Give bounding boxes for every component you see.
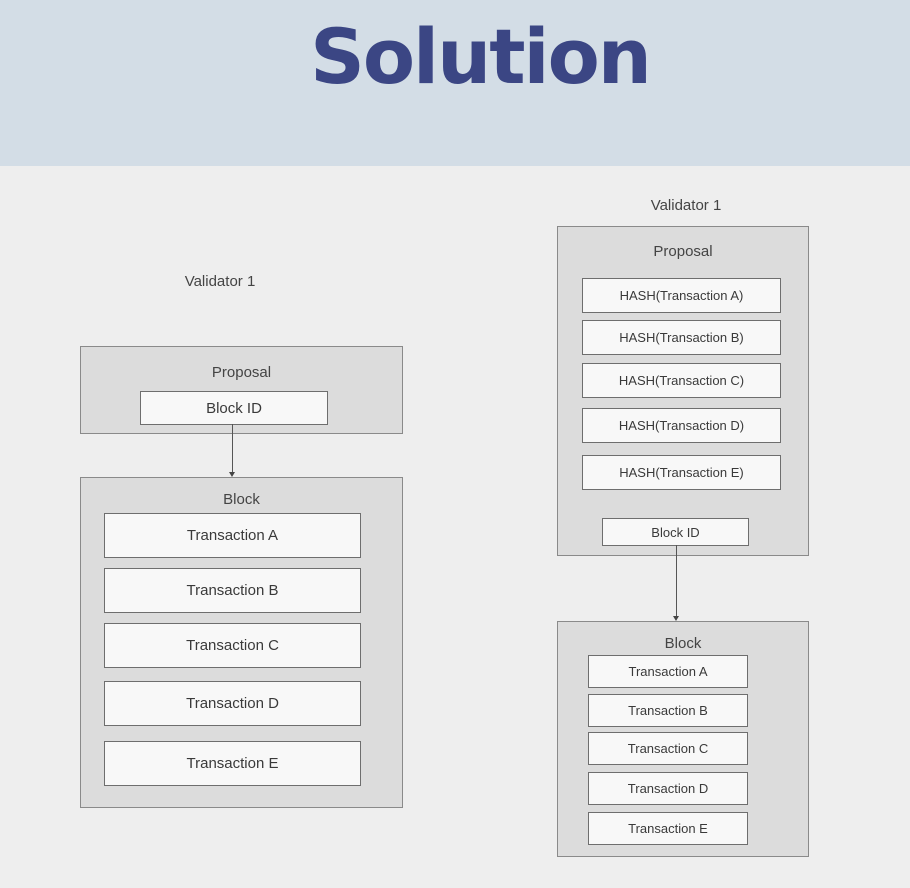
right-validator-label: Validator 1 <box>650 197 722 214</box>
left-transaction-c: Transaction C <box>104 623 361 668</box>
right-hash-transaction-d: HASH(Transaction D) <box>582 408 781 443</box>
right-proposal-title: Proposal <box>653 243 713 260</box>
left-connector-arrowhead <box>229 472 235 477</box>
left-connector-line <box>232 424 233 472</box>
right-hash-transaction-a: HASH(Transaction A) <box>582 278 781 313</box>
right-proposal-panel: Proposal HASH(Transaction A) HASH(Transa… <box>557 226 809 556</box>
left-transaction-e: Transaction E <box>104 741 361 786</box>
right-connector-line <box>676 545 677 616</box>
right-transaction-d: Transaction D <box>588 772 748 805</box>
left-transaction-d: Transaction D <box>104 681 361 726</box>
slide-title: Solution <box>310 12 652 101</box>
right-transaction-e: Transaction E <box>588 812 748 845</box>
left-transaction-a: Transaction A <box>104 513 361 558</box>
right-block-panel: Block Transaction A Transaction B Transa… <box>557 621 809 857</box>
right-block-id-box: Block ID <box>602 518 749 546</box>
left-proposal-panel: Proposal Block ID <box>80 346 403 434</box>
left-validator-label: Validator 1 <box>184 273 256 290</box>
right-hash-transaction-b: HASH(Transaction B) <box>582 320 781 355</box>
left-block-id-box: Block ID <box>140 391 328 425</box>
right-transaction-a: Transaction A <box>588 655 748 688</box>
right-transaction-c: Transaction C <box>588 732 748 765</box>
right-hash-transaction-e: HASH(Transaction E) <box>582 455 781 490</box>
right-transaction-b: Transaction B <box>588 694 748 727</box>
left-transaction-b: Transaction B <box>104 568 361 613</box>
left-proposal-title: Proposal <box>211 364 272 381</box>
right-connector-arrowhead <box>673 616 679 621</box>
left-block-title: Block <box>223 491 260 508</box>
left-block-panel: Block Transaction A Transaction B Transa… <box>80 477 403 808</box>
right-block-title: Block <box>664 635 702 652</box>
title-band <box>0 0 910 166</box>
right-hash-transaction-c: HASH(Transaction C) <box>582 363 781 398</box>
